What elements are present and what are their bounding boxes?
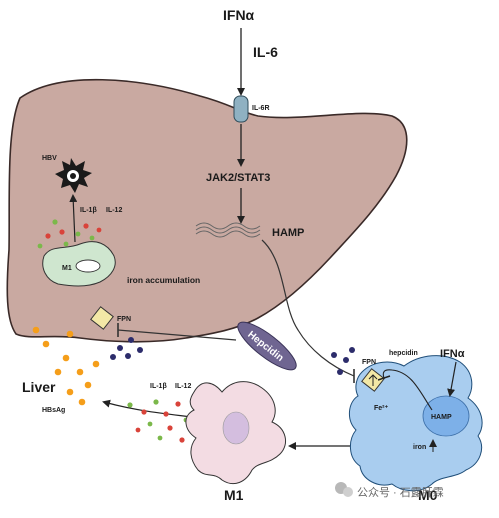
il1b-bottom-label: IL-1β: [150, 383, 167, 390]
dna-strand-icon: [195, 222, 261, 230]
watermark-label: 公众号 · 石露肝霖: [357, 486, 444, 499]
ifn-alpha-m0-label: IFNα: [440, 348, 465, 360]
m1-to-hbsag-arrow: [102, 399, 201, 419]
hepcidin-pill: Hepcidin: [237, 321, 297, 371]
fpn-liver-transporter: [90, 306, 114, 330]
il6r-label: IL-6R: [252, 105, 270, 112]
hamp-to-hepcidin-path: [261, 239, 355, 377]
m1-small-nucleus: [75, 259, 101, 273]
cytokine-dots-small: [37, 219, 102, 249]
hamp-m0-label: HAMP: [431, 414, 452, 421]
il1b-top-label: IL-1β: [80, 207, 97, 214]
fpn-liver-label: FPN: [117, 316, 131, 323]
hbv-virus-icon: [55, 158, 92, 193]
liver-label: Liver: [22, 379, 56, 395]
il12-bottom-label: IL-12: [175, 383, 191, 390]
m0-label: M0: [418, 487, 438, 503]
wechat-watermark: 公众号 · 石露肝霖: [335, 482, 444, 499]
iron-accumulation-label: iron accumulation: [127, 275, 200, 285]
ifn-alpha-top-label: IFNα: [223, 7, 255, 23]
hepcidin-dots-liver: [110, 337, 143, 360]
jak2-stat3-label: JAK2/STAT3: [206, 172, 270, 184]
m0-nucleus: [422, 395, 470, 437]
m1-large-label: M1: [224, 487, 244, 503]
il6-label: IL-6: [253, 44, 278, 60]
iron-dots: [32, 326, 100, 406]
hbsag-label: HBsAg: [42, 407, 65, 414]
fe2-label: Fe²⁺: [374, 405, 389, 412]
hbv-label: HBV: [42, 155, 57, 162]
ifn-to-m0-arrow: [447, 361, 457, 397]
m1-to-hbv-arrow: [69, 194, 78, 243]
m1-large-nucleus: [222, 411, 250, 445]
m0-hepcidin-feedback-path: [382, 369, 433, 411]
m1-small-label: M1: [62, 265, 72, 272]
liver-shape: [6, 78, 408, 343]
fpn-m0-label: FPN: [362, 359, 376, 366]
il12-top-label: IL-12: [106, 207, 122, 214]
hepcidin-dots-m0: [331, 347, 355, 375]
hamp-liver-label: HAMP: [272, 227, 304, 239]
il6-receptor: [233, 95, 249, 123]
hepcidin-to-liver-fpn-inhibition: [117, 329, 237, 341]
hepcidin-m0-label: hepcidin: [389, 350, 418, 357]
iron-m0-label: iron: [413, 444, 426, 451]
